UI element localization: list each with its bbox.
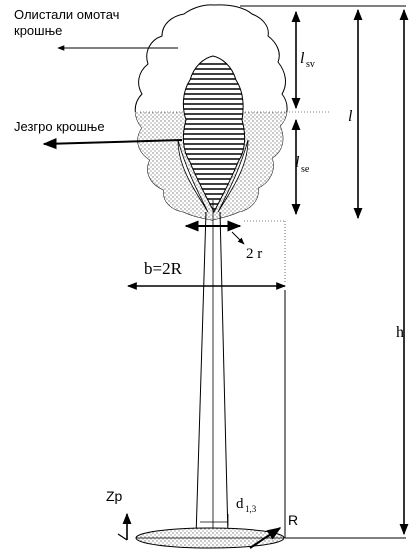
radius-arrow xyxy=(249,527,282,549)
b-width-label: b=2R xyxy=(144,259,183,278)
two-r-pointer xyxy=(231,231,245,245)
zp-label: Zp xyxy=(106,488,123,504)
l-sv-label-base: l xyxy=(300,50,305,67)
crown-core-label: Језгро крошње xyxy=(14,119,105,134)
crown-core-leader-arrow xyxy=(42,138,183,150)
trunk-right-edge xyxy=(219,211,229,538)
outer-crown-label-line2: крошње xyxy=(14,23,62,38)
inner-wedge-left xyxy=(177,139,209,213)
dbh-label-base: d xyxy=(236,496,244,512)
l-sv-label-sub: sv xyxy=(306,59,315,70)
dbh-label-sub: 1,3 xyxy=(245,504,257,514)
trunk-left-edge xyxy=(195,211,207,538)
zp-axis-tail xyxy=(117,533,128,541)
h-label: h xyxy=(396,324,404,341)
outer-crown-label-line1: Олистали омотач xyxy=(14,7,119,22)
radius-label: R xyxy=(288,512,298,528)
l-label: l xyxy=(348,108,353,125)
l-se-label-base: l xyxy=(295,154,300,171)
inner-wedge-right xyxy=(217,139,249,213)
two-r-label: 2 r xyxy=(246,246,262,262)
l-se-label-sub: se xyxy=(301,164,310,175)
